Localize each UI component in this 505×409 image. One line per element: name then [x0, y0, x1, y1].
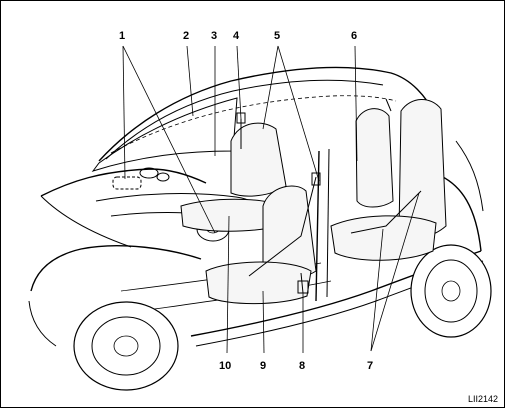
callout-7: 7	[367, 360, 373, 372]
callout-2: 2	[183, 30, 189, 42]
callout-8: 8	[299, 360, 305, 372]
leader-lines	[122, 45, 420, 354]
rear-wheel	[410, 244, 492, 338]
figure-code: LII2142	[468, 394, 498, 404]
front-wheel	[73, 301, 179, 391]
callout-6: 6	[351, 30, 357, 42]
callout-10: 10	[219, 360, 231, 372]
callout-labels: 1 2 3 4 5 6 7 8 9 10	[119, 30, 373, 372]
callout-5: 5	[274, 30, 280, 42]
callout-4: 4	[233, 30, 240, 42]
dash-vents	[139, 167, 170, 182]
seat-belts	[236, 98, 422, 294]
front-driver-seat	[205, 185, 317, 305]
callout-1: 1	[119, 30, 125, 42]
front-passenger-seat	[180, 122, 287, 232]
callout-3: 3	[211, 30, 217, 42]
callout-9: 9	[260, 360, 266, 372]
passenger-dash-airbag	[112, 176, 142, 190]
curtain-airbag	[110, 95, 397, 154]
rear-seat	[330, 99, 447, 261]
